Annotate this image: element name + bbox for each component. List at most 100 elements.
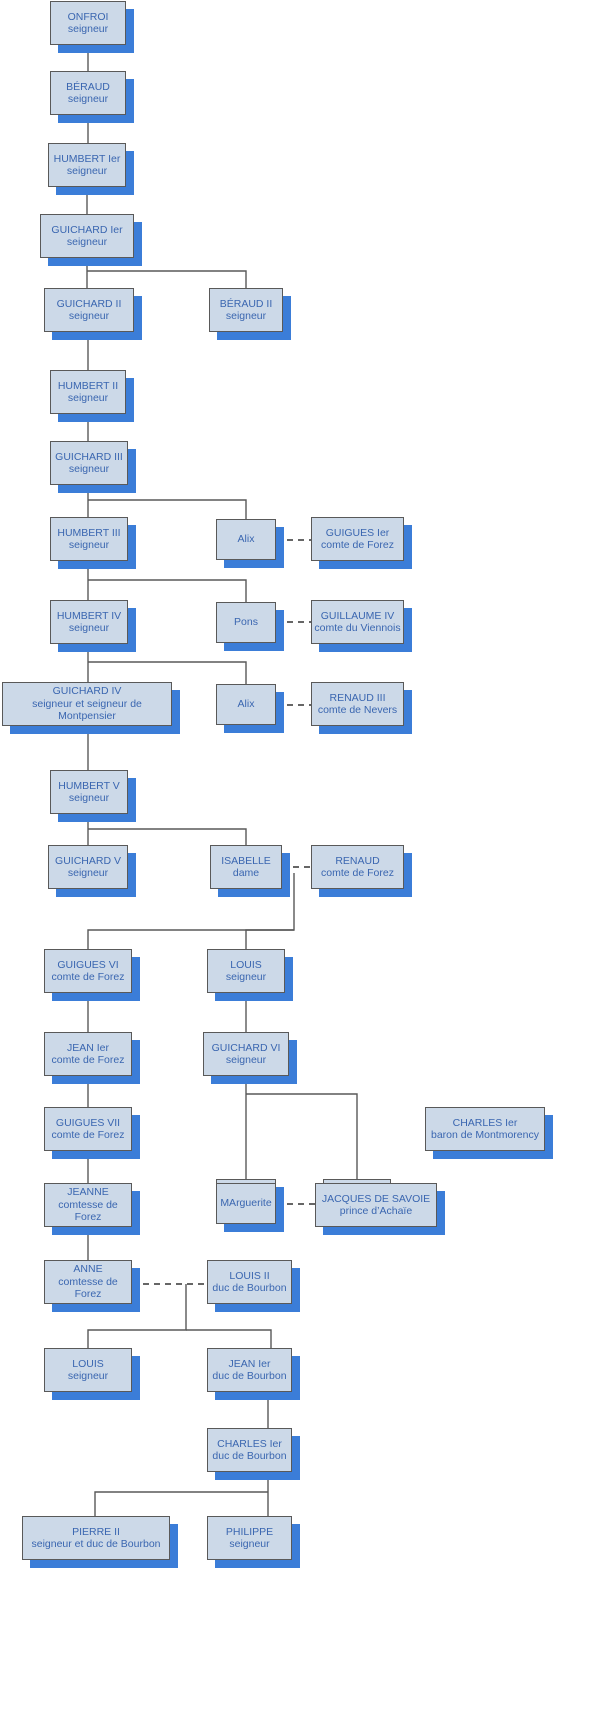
node-marguerite2[interactable]: MArguerite — [216, 1183, 276, 1224]
node-name: Alix — [237, 533, 255, 546]
node-name: ANNE — [73, 1263, 103, 1276]
node-title: dame — [232, 867, 260, 879]
node-name: RENAUD — [335, 854, 380, 867]
node-name: MArguerite — [220, 1197, 272, 1210]
node-title: seigneur — [225, 310, 267, 322]
node-name: JACQUES DE SAVOIE — [321, 1192, 431, 1205]
node-title: seigneur — [66, 236, 108, 248]
node-title: comte du Viennois — [314, 622, 401, 634]
node-title: seigneur — [67, 867, 109, 879]
node-title: seigneur — [67, 1370, 109, 1382]
node-title: comte de Forez — [51, 1129, 125, 1141]
node-title: prince d’Achaïe — [339, 1205, 413, 1217]
node-pons[interactable]: Pons — [216, 602, 276, 643]
node-name: CHARLES Ier — [452, 1116, 518, 1129]
node-title: seigneur et seigneur de Montpensier — [32, 697, 142, 723]
node-title: seigneur — [68, 463, 110, 475]
node-name: BÉRAUD II — [219, 297, 273, 310]
node-title: comte de Forez — [321, 539, 394, 551]
node-name: CHARLES Ier — [217, 1437, 282, 1450]
node-name: GUICHARD III — [55, 450, 123, 463]
node-name: HUMBERT III — [57, 526, 121, 539]
node-title: seigneur — [67, 23, 109, 35]
edge-couple-louis2sgr — [87, 1284, 187, 1348]
node-title: comte de Nevers — [317, 704, 398, 716]
node-name: LOUIS — [72, 1357, 104, 1370]
node-title: comtesse de Forez — [58, 1275, 118, 1301]
node-title: duc de Bourbon — [212, 1370, 287, 1382]
node-name: GUICHARD II — [56, 297, 122, 310]
node-name: LOUIS II — [229, 1269, 270, 1282]
node-name: LOUIS — [230, 958, 262, 971]
node-name: GUIGUES VI — [57, 958, 119, 971]
node-title: seigneur — [225, 971, 267, 983]
node-title: seigneur — [68, 622, 110, 634]
edge-humbert5-isabelle — [88, 828, 247, 845]
node-name: JEAN Ier — [66, 1041, 109, 1054]
node-name: PHILIPPE — [225, 1525, 274, 1538]
node-title: comtesse de Forez — [58, 1198, 118, 1224]
node-name: HUMBERT V — [58, 779, 120, 792]
node-name: BÉRAUD — [66, 80, 110, 93]
node-title: seigneur — [225, 1054, 267, 1066]
node-name: ONFROI — [67, 10, 109, 23]
edge-humbert3-pons — [88, 579, 247, 602]
node-title: seigneur — [229, 1538, 270, 1550]
node-alix1[interactable]: Alix — [216, 519, 276, 560]
node-name: GUIGUES VII — [55, 1116, 121, 1129]
node-name: HUMBERT IV — [56, 609, 122, 622]
node-name: HUMBERT Ier — [53, 152, 121, 165]
edge-guichard6-marguerite1 — [246, 1093, 358, 1179]
node-title: comte de Forez — [321, 867, 394, 879]
node-alix2[interactable]: Alix — [216, 684, 276, 725]
node-title: baron de Montmorency — [431, 1129, 539, 1141]
node-title: comte de Forez — [51, 1054, 125, 1066]
node-name: GUICHARD Ier — [51, 223, 123, 236]
node-name: RENAUD III — [329, 691, 386, 704]
edge-guichard3-alix1 — [88, 499, 247, 519]
node-title: seigneur — [68, 539, 110, 551]
node-title: seigneur — [67, 93, 109, 105]
node-name: Alix — [237, 698, 255, 711]
node-title: seigneur — [68, 310, 110, 322]
node-title: seigneur — [68, 792, 110, 804]
edge-couple-jean1bourbon — [186, 1329, 272, 1348]
edge-humbert4-alix2 — [88, 661, 247, 684]
node-title: seigneur — [67, 392, 109, 404]
node-name: JEAN Ier — [228, 1357, 271, 1370]
